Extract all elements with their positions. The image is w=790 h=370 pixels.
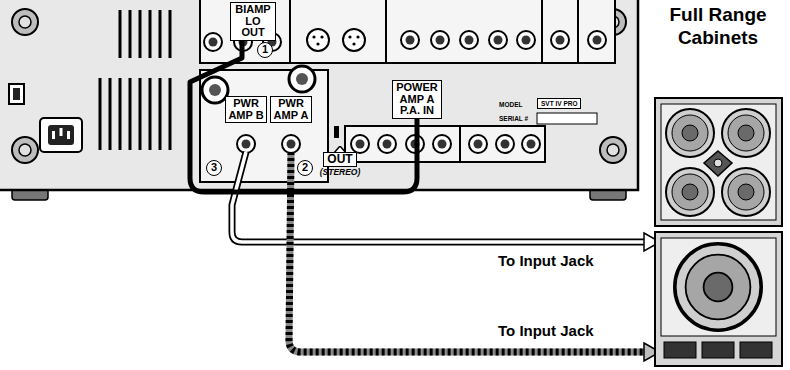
corner-knob — [12, 9, 38, 35]
speaker — [722, 109, 770, 157]
jack-label: PWR AMP A — [270, 96, 312, 123]
chassis — [0, 0, 638, 190]
iec-pins — [52, 128, 70, 139]
callout-number: 3 — [206, 160, 222, 176]
model-value: SVT IV PRO — [537, 98, 581, 109]
port — [664, 342, 696, 358]
jack — [489, 31, 507, 49]
jack — [204, 33, 222, 51]
callout-number: 1 — [257, 42, 273, 58]
speakon-jack — [209, 84, 221, 96]
node-text: POWER AMP A P.A. IN — [395, 82, 439, 117]
xlr-jack — [343, 29, 365, 51]
speaker — [666, 168, 714, 216]
port — [740, 342, 772, 358]
jack — [431, 31, 449, 49]
jack — [517, 31, 535, 49]
speakon-jack — [289, 66, 315, 92]
jack — [496, 135, 514, 153]
jack — [551, 31, 569, 49]
callout-number: 2 — [297, 160, 313, 176]
vents — [100, 10, 170, 150]
node-text: OUT — [323, 152, 356, 168]
jack — [522, 135, 540, 153]
serial-label: SERIAL # — [499, 115, 528, 122]
jack-label: POWER AMP A P.A. IN — [392, 80, 442, 119]
speaker — [675, 244, 761, 330]
speaker — [666, 109, 714, 157]
power-switch — [9, 84, 24, 104]
jack — [237, 135, 255, 153]
port — [702, 342, 734, 358]
patch-cable — [190, 41, 417, 192]
model-label: MODEL — [499, 101, 522, 108]
serial-field — [537, 113, 597, 124]
speaker-cable — [289, 152, 646, 352]
jack — [351, 135, 369, 153]
horn — [704, 151, 732, 176]
speakon-jack — [296, 73, 308, 85]
grille — [661, 104, 776, 220]
cabinet — [655, 98, 782, 226]
stereo-switch — [334, 126, 339, 138]
jack — [588, 31, 606, 49]
panel-dividers — [459, 126, 461, 162]
node-text: PWR AMP B — [228, 98, 264, 121]
node-text: PWR AMP A — [273, 98, 309, 121]
jack-label: BIAMP LO OUT — [230, 2, 276, 41]
speaker — [722, 168, 770, 216]
switch-label: OUT(STEREO) — [318, 146, 362, 178]
input-panel — [200, 0, 615, 63]
jack — [401, 31, 419, 49]
grille — [661, 238, 776, 336]
jack — [282, 135, 300, 153]
jack — [433, 135, 451, 153]
corner-knob — [600, 137, 626, 163]
horn — [714, 159, 722, 167]
jack — [469, 135, 487, 153]
cabinet — [655, 232, 782, 366]
fx-panel — [345, 126, 545, 162]
node-subtext: (STEREO) — [320, 168, 361, 177]
node-text: BIAMP LO OUT — [233, 4, 273, 39]
cable-destination: To Input Jack — [498, 322, 594, 340]
cable-destination: To Input Jack — [498, 252, 594, 270]
iec-inlet — [40, 118, 82, 152]
iec-inlet — [48, 125, 74, 145]
xlr-jack — [307, 29, 329, 51]
power-switch — [13, 88, 20, 100]
cabinet-heading: Full Range Cabinets — [662, 4, 774, 50]
jack — [378, 135, 396, 153]
speaker-cable — [289, 152, 646, 352]
panel-dividers — [290, 0, 578, 63]
jack-label: PWR AMP B — [225, 96, 267, 123]
corner-knob — [12, 137, 38, 163]
jack — [460, 31, 478, 49]
